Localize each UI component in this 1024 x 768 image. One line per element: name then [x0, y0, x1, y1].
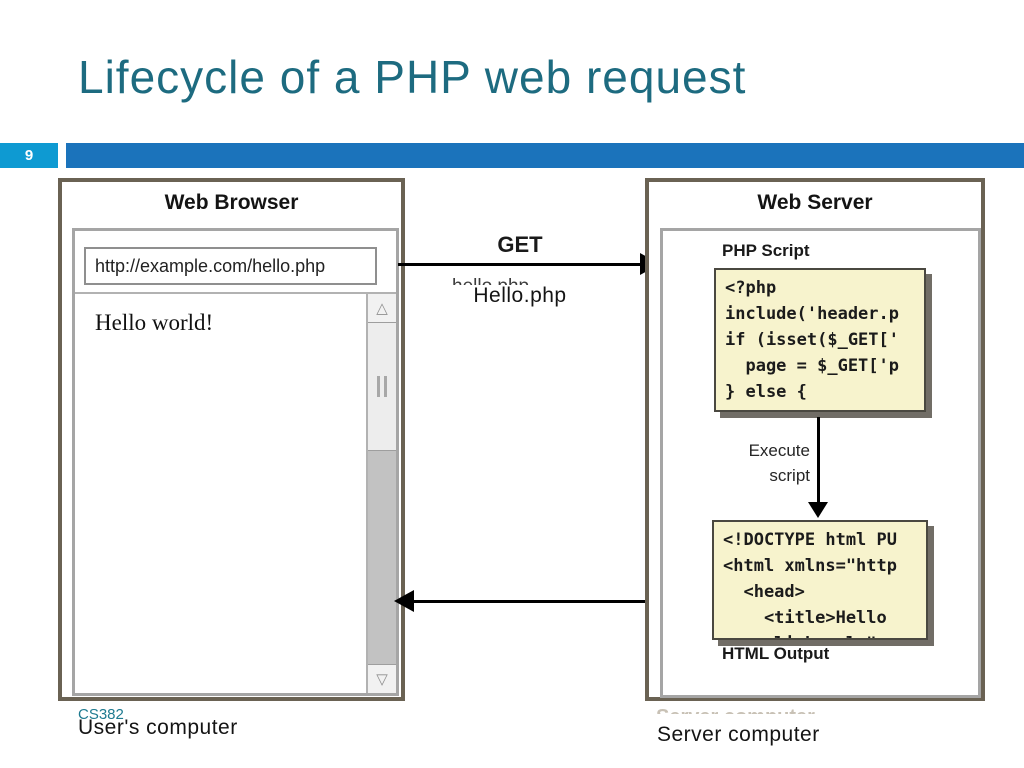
- scrollbar-track: [368, 451, 396, 664]
- web-server-box: Web Server PHP Script <?php include('hea…: [645, 178, 985, 701]
- server-inner-panel: PHP Script <?php include('header.p if (i…: [660, 228, 981, 698]
- web-browser-box: Web Browser http://example.com/hello.php…: [58, 178, 405, 701]
- course-code-label: CS382: [78, 706, 124, 723]
- code-line: <title>Hello: [723, 608, 887, 628]
- slide-number-badge: 9: [0, 143, 58, 168]
- php-script-code-box: <?php include('header.p if (isset($_GET[…: [714, 268, 926, 412]
- url-text: http://example.com/hello.php: [95, 255, 326, 276]
- scroll-down-button: ▽: [368, 664, 396, 693]
- execute-script-label: Execute script: [748, 441, 810, 485]
- response-arrow-line: [410, 600, 705, 603]
- code-line: page = $_GET['p: [725, 356, 899, 376]
- code-line: <head>: [723, 582, 805, 602]
- triangle-down-icon: ▽: [376, 670, 388, 688]
- response-arrowhead-icon: [394, 590, 414, 612]
- thumb-grip-icon: [377, 376, 380, 397]
- get-request-label: GET: [497, 232, 543, 257]
- code-line: <html xmlns="http: [723, 556, 897, 576]
- html-output-code-box: <!DOCTYPE html PU <html xmlns="http <hea…: [712, 520, 928, 640]
- html-output-label: HTML Output: [722, 644, 830, 663]
- page-body-text: Hello world!: [95, 310, 214, 335]
- scrollbar: △ ▽: [366, 294, 396, 693]
- covered-text-remnant: hello.php: [452, 276, 572, 285]
- url-bar: http://example.com/hello.php: [84, 247, 377, 285]
- triangle-up-icon: △: [376, 299, 388, 317]
- web-browser-title: Web Browser: [164, 191, 299, 214]
- code-line: if (isset($_GET[': [725, 330, 899, 350]
- get-request-arrow-line: [398, 263, 642, 266]
- page-title: Lifecycle of a PHP web request: [78, 51, 747, 103]
- php-script-label: PHP Script: [722, 241, 810, 260]
- scroll-up-button: △: [368, 294, 396, 323]
- covered-caption-remnant: Server computer: [656, 706, 916, 714]
- scrollbar-thumb: [368, 323, 396, 451]
- accent-bar: [66, 143, 1024, 168]
- code-line-clipped: <link rel=": [723, 631, 926, 638]
- thumb-grip-icon: [384, 376, 387, 397]
- server-computer-label: Server computer: [657, 723, 820, 746]
- web-server-title: Web Server: [757, 191, 873, 214]
- execute-arrowhead-icon: [808, 502, 828, 518]
- user-computer-label: User's computer: [78, 716, 238, 739]
- requested-file-label: Hello.php: [473, 284, 567, 307]
- code-line: } else {: [725, 382, 807, 402]
- execute-arrow-line: [817, 417, 820, 504]
- code-line: include('header.p: [725, 304, 899, 324]
- code-line: <!DOCTYPE html PU: [723, 530, 897, 550]
- code-line: <?php: [725, 278, 777, 298]
- slide-number: 9: [24, 147, 34, 164]
- browser-window: http://example.com/hello.php Hello world…: [72, 228, 399, 696]
- browser-viewport: Hello world! △ ▽: [75, 292, 396, 693]
